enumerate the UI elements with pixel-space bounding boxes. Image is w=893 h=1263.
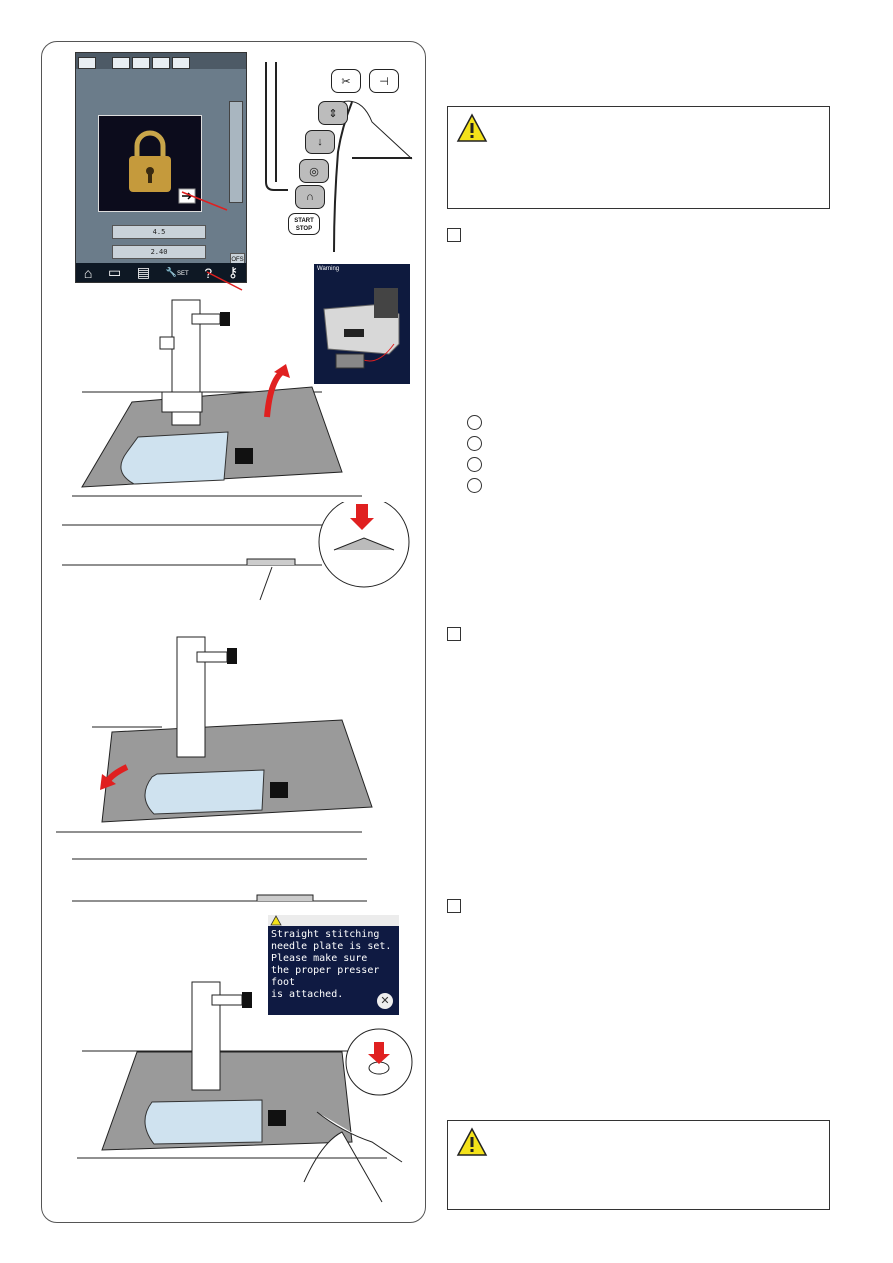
warning-triangle-icon: [456, 1127, 488, 1156]
key-icon[interactable]: ⚷: [227, 264, 239, 280]
needle-icon: ⊣: [379, 75, 389, 88]
caution-box-bottom: [447, 1120, 830, 1210]
warning-bar: [268, 915, 399, 926]
reverse-button[interactable]: ∩: [295, 185, 325, 209]
presser-foot-icon: ⇕: [328, 107, 338, 120]
home-icon[interactable]: ⌂: [83, 264, 93, 281]
plate-side-view-1: [62, 502, 410, 601]
lcd-tool-icon: [172, 57, 190, 69]
needle-plate-removal-illustration: [72, 299, 362, 497]
lcd-tool-icon: [132, 57, 150, 69]
warning-triangle-icon: [456, 113, 488, 142]
needle-position-button[interactable]: ↓: [305, 130, 335, 154]
needle-up-down-button[interactable]: ⊣: [369, 69, 399, 93]
illustration-panel: 4.5 2.40 OFS ⌂ ▭ ▤ 🔧SET ? ⚷ ✂ ⊣ ⇕ ↓ ◎ ∩ …: [41, 41, 426, 1223]
folder-icon[interactable]: ▤: [136, 264, 151, 280]
auto-lock-button[interactable]: ◎: [299, 159, 329, 183]
lcd-value-row-1: 4.5: [112, 225, 206, 239]
reverse-icon: ∩: [306, 191, 314, 203]
step-marker-2: [447, 627, 461, 641]
lcd-scrollbar: [229, 101, 243, 203]
lcd-value-2: 2.40: [150, 248, 168, 256]
machine-illustration: [323, 288, 400, 369]
plate-side-view-2: [72, 858, 367, 902]
lcd-lock-screen: 4.5 2.40 OFS ⌂ ▭ ▤ 🔧SET ? ⚷: [75, 52, 247, 283]
start-stop-button[interactable]: START STOP: [288, 213, 320, 235]
warning-triangle-icon: [270, 915, 282, 926]
presser-foot-button[interactable]: ⇕: [318, 101, 348, 125]
lock-stitch-icon: ◎: [309, 165, 319, 178]
warning-screen-1: Warning: [314, 264, 410, 384]
leader-lines: [181, 62, 413, 291]
step-marker-1: [447, 228, 461, 242]
warning-message: Straight stitching needle plate is set. …: [271, 929, 392, 1000]
needle-down-icon: ↓: [317, 136, 323, 148]
step-marker-3: [447, 899, 461, 913]
circle-marker-d: [467, 478, 482, 493]
wrench-icon[interactable]: 🔧SET: [165, 267, 189, 277]
caution-box-top: [447, 106, 830, 209]
scissors-button[interactable]: ✂: [331, 69, 361, 93]
close-icon[interactable]: ✕: [377, 993, 393, 1009]
circle-marker-a: [467, 415, 482, 430]
lcd-top-bar: [76, 53, 246, 69]
set-label: SET: [177, 271, 189, 277]
warning-title: Warning: [317, 266, 340, 272]
lcd-tool-icon: [152, 57, 170, 69]
scissors-icon: ✂: [341, 75, 351, 88]
lcd-tool-icon: [112, 57, 130, 69]
lcd-value-1: 4.5: [152, 228, 166, 236]
warning-screen-2: Straight stitching needle plate is set. …: [268, 915, 399, 1015]
needle-plate-install-illustration: [56, 636, 373, 833]
needle-plate-press-illustration: [77, 981, 413, 1203]
lock-dialog: [98, 115, 202, 212]
start-stop-label: START STOP: [294, 218, 314, 232]
lcd-value-row-2: 2.40: [112, 245, 206, 259]
circle-marker-b: [467, 436, 482, 451]
lcd-tool-icon: [78, 57, 96, 69]
machine-icon[interactable]: ▭: [107, 264, 122, 280]
circle-marker-c: [467, 457, 482, 472]
